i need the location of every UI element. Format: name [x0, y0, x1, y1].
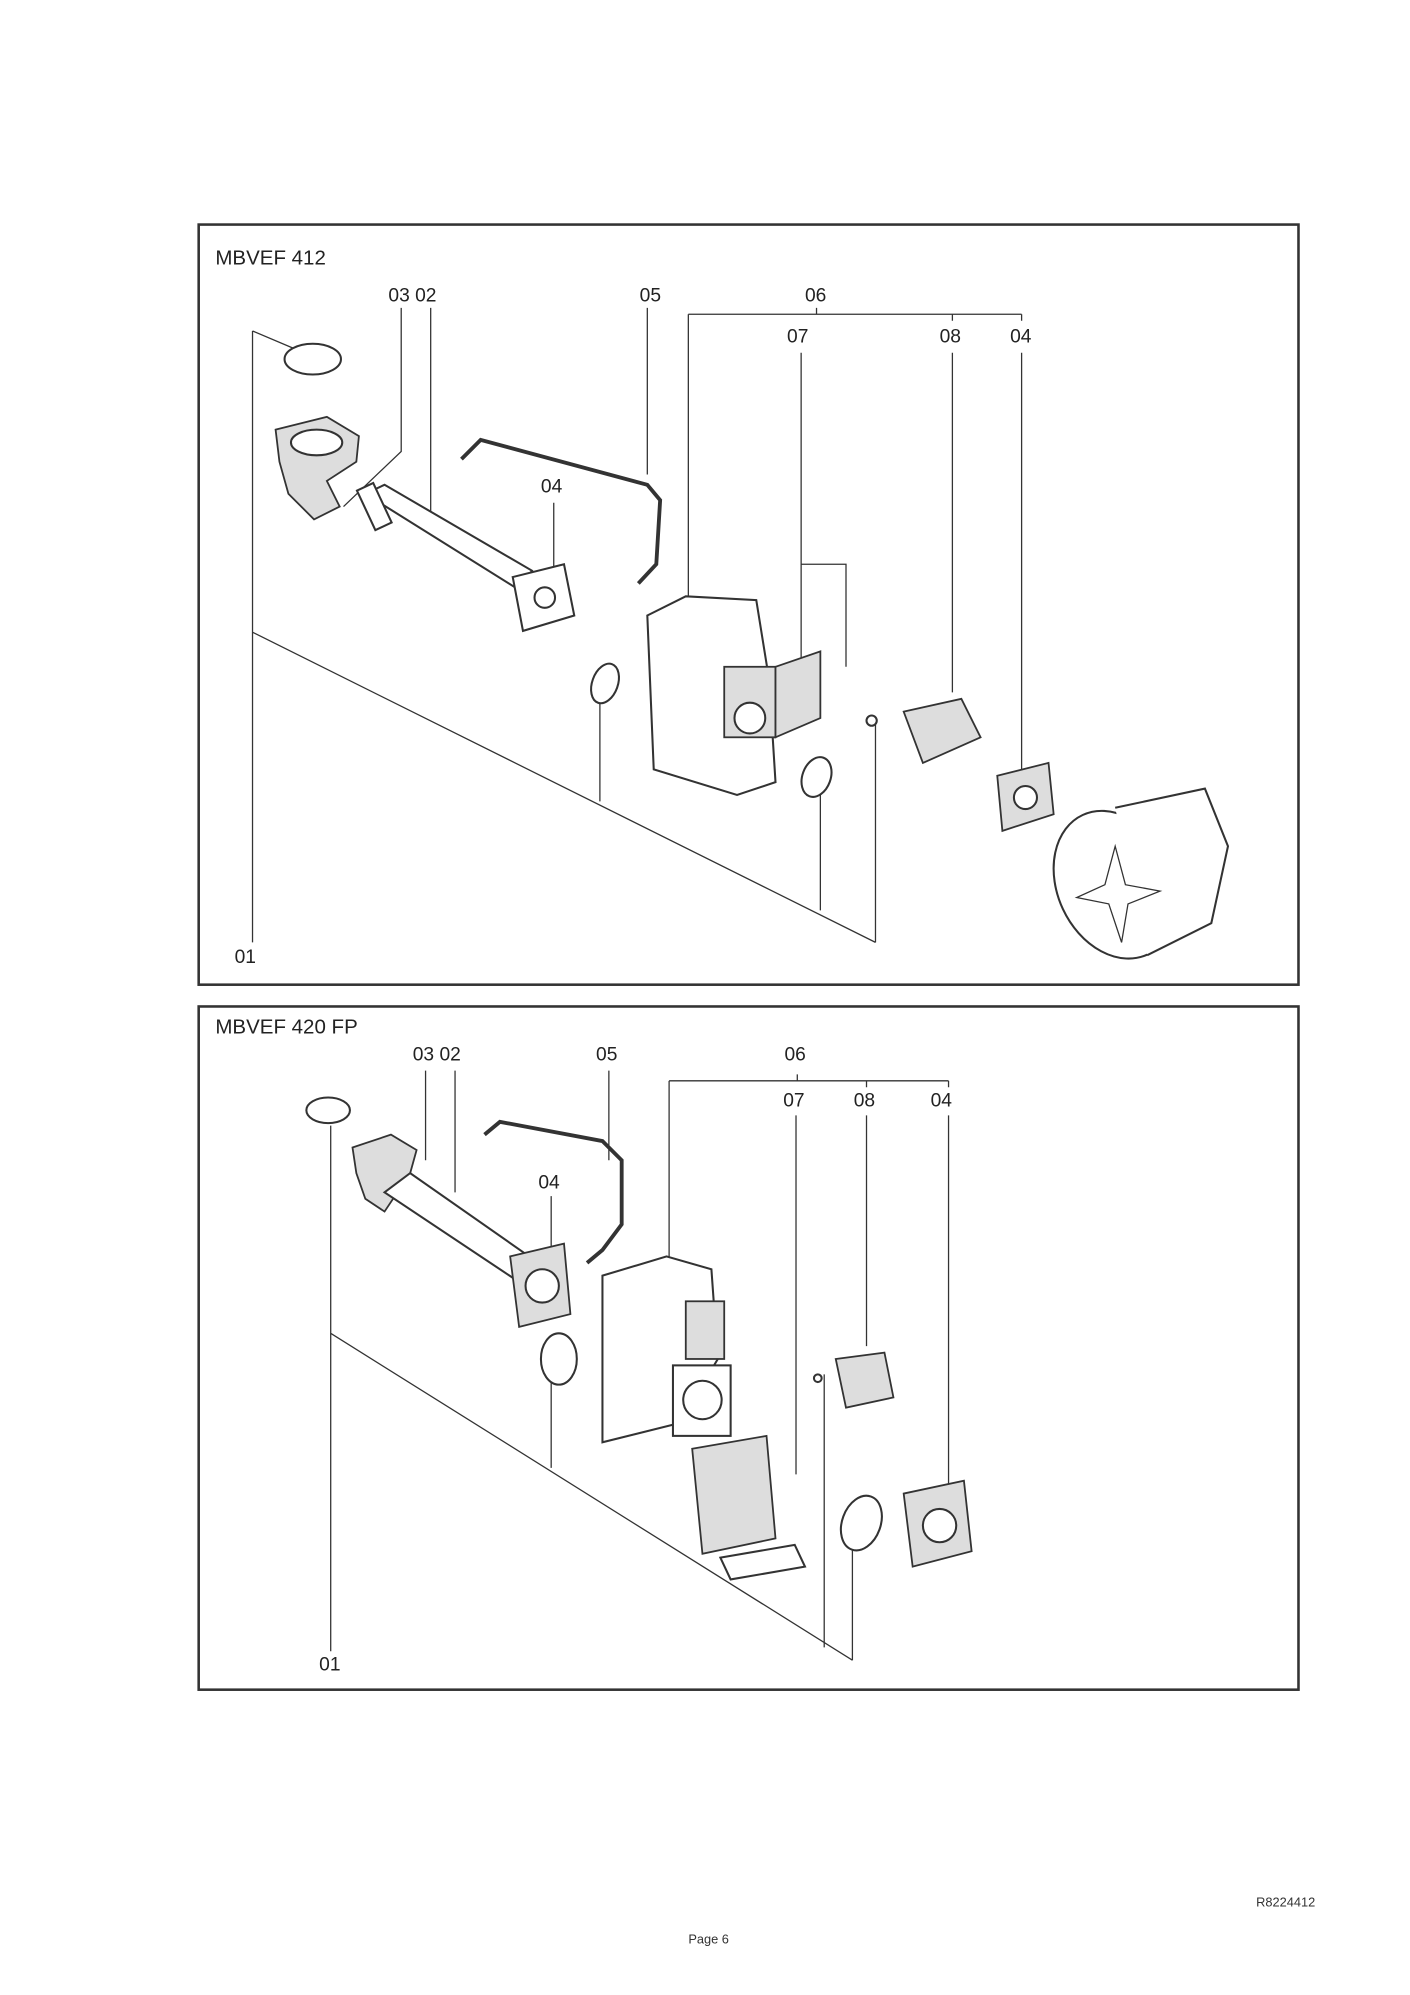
seal — [865, 714, 878, 727]
o-ring — [839, 1494, 883, 1552]
leader-lines — [330, 1070, 950, 1661]
label-01: 01 — [319, 1654, 340, 1675]
o-ring — [305, 1096, 351, 1125]
label-06: 06 — [784, 1044, 805, 1065]
pressure-switch — [902, 697, 982, 765]
diagram-title: MBVEF 420 FP — [215, 1015, 357, 1038]
filter — [774, 650, 822, 739]
diagram-mbvef-420-fp: MBVEF 420 FP 03 02 05 06 07 08 04 04 01 — [197, 1005, 1300, 1691]
o-ring — [590, 662, 620, 705]
o-ring — [539, 1332, 578, 1386]
diagram-frame — [197, 223, 1300, 986]
o-ring — [800, 756, 833, 798]
gas-tube — [483, 1119, 624, 1265]
seal — [812, 1373, 823, 1384]
label-04: 04 — [931, 1090, 953, 1111]
leader-lines — [251, 307, 1023, 943]
label-03-02: 03 02 — [413, 1044, 461, 1065]
label-04: 04 — [541, 476, 563, 497]
pressure-switch — [834, 1351, 895, 1409]
label-05: 05 — [640, 285, 661, 306]
label-08: 08 — [854, 1090, 875, 1111]
label-08: 08 — [940, 326, 961, 347]
diagram-frame — [197, 1005, 1300, 1691]
parts-drawing — [274, 342, 1230, 960]
label-07: 07 — [787, 326, 808, 347]
parts-drawing — [305, 1096, 973, 1581]
label-01: 01 — [235, 947, 256, 968]
page-number: Page 6 — [688, 1931, 729, 1946]
reference-number: R8224412 — [1256, 1894, 1315, 1909]
label-05: 05 — [596, 1044, 617, 1065]
gas-tube — [460, 437, 663, 585]
label-03-02: 03 02 — [388, 285, 436, 306]
label-07: 07 — [783, 1090, 804, 1111]
diagram-mbvef-412: MBVEF 412 03 02 05 06 07 08 04 04 01 — [197, 223, 1300, 986]
diagram-title: MBVEF 412 — [215, 246, 326, 269]
label-06: 06 — [805, 285, 826, 306]
coil — [684, 1300, 726, 1360]
gasket — [718, 1543, 807, 1581]
o-ring — [283, 342, 342, 376]
label-04: 04 — [538, 1172, 560, 1193]
pipe — [363, 483, 534, 592]
label-04: 04 — [1010, 326, 1032, 347]
filter — [691, 1434, 777, 1555]
